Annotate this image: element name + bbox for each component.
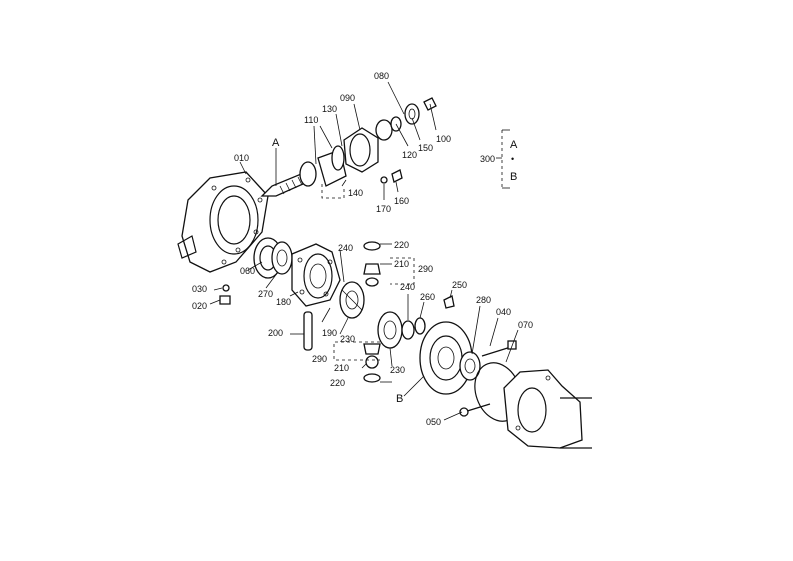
label-270: 270 [258, 289, 273, 299]
legend-a: A [510, 139, 518, 151]
thrust-washer-group [401, 295, 455, 340]
label-170: 170 [376, 204, 391, 214]
label-290-lower: 290 [312, 354, 327, 364]
bearing-280 [459, 351, 481, 381]
cross-pin [303, 311, 313, 351]
upper-bearing-group [299, 97, 437, 199]
label-290-upper: 290 [418, 264, 433, 274]
label-010: 010 [234, 153, 249, 163]
side-gear-lower [377, 311, 403, 349]
label-160: 160 [394, 196, 409, 206]
label-130: 130 [322, 104, 337, 114]
label-220-upper: 220 [394, 240, 409, 250]
label-150: 150 [418, 143, 433, 153]
label-300: 300 [480, 154, 495, 164]
label-050: 050 [426, 417, 441, 427]
bearing-270 [271, 241, 293, 275]
pinion-gear-upper [363, 241, 381, 287]
bolt-050 [459, 403, 491, 417]
gear-housing [177, 171, 269, 273]
label-140: 140 [348, 188, 363, 198]
label-090: 090 [340, 93, 355, 103]
callout-a: A [272, 137, 280, 149]
label-070: 070 [518, 320, 533, 330]
drain-plug [219, 284, 231, 305]
label-100: 100 [436, 134, 451, 144]
side-gear-upper [339, 281, 365, 319]
part-labels: 010 030 020 060 270 180 200 190 290 230 … [192, 71, 533, 427]
legend-dot: • [511, 154, 514, 164]
callout-b: B [396, 393, 403, 405]
label-020: 020 [192, 301, 207, 311]
legend-b: B [510, 171, 517, 183]
label-190: 190 [322, 328, 337, 338]
label-230-upper: 230 [340, 334, 355, 344]
ring-gear [419, 321, 473, 395]
label-280: 280 [476, 295, 491, 305]
differential-case [291, 243, 341, 307]
label-040: 040 [496, 307, 511, 317]
label-180: 180 [276, 297, 291, 307]
leader-lines [209, 81, 519, 421]
label-110: 110 [304, 115, 318, 125]
pinion-gear-lower [363, 343, 381, 383]
mating-housing [503, 369, 592, 449]
label-120: 120 [402, 150, 417, 160]
label-200: 200 [268, 328, 283, 338]
label-220-lower: 220 [330, 378, 345, 388]
label-250: 250 [452, 280, 467, 290]
label-030: 030 [192, 284, 207, 294]
legend-bracket [496, 129, 510, 189]
label-230-lower: 230 [390, 365, 405, 375]
label-240-lower: 240 [400, 282, 415, 292]
label-080: 080 [374, 71, 389, 81]
label-240-upper: 240 [338, 243, 353, 253]
label-210-lower: 210 [334, 363, 349, 373]
label-260: 260 [420, 292, 435, 302]
label-060: 060 [240, 266, 255, 276]
label-210-upper: 210 [394, 259, 409, 269]
